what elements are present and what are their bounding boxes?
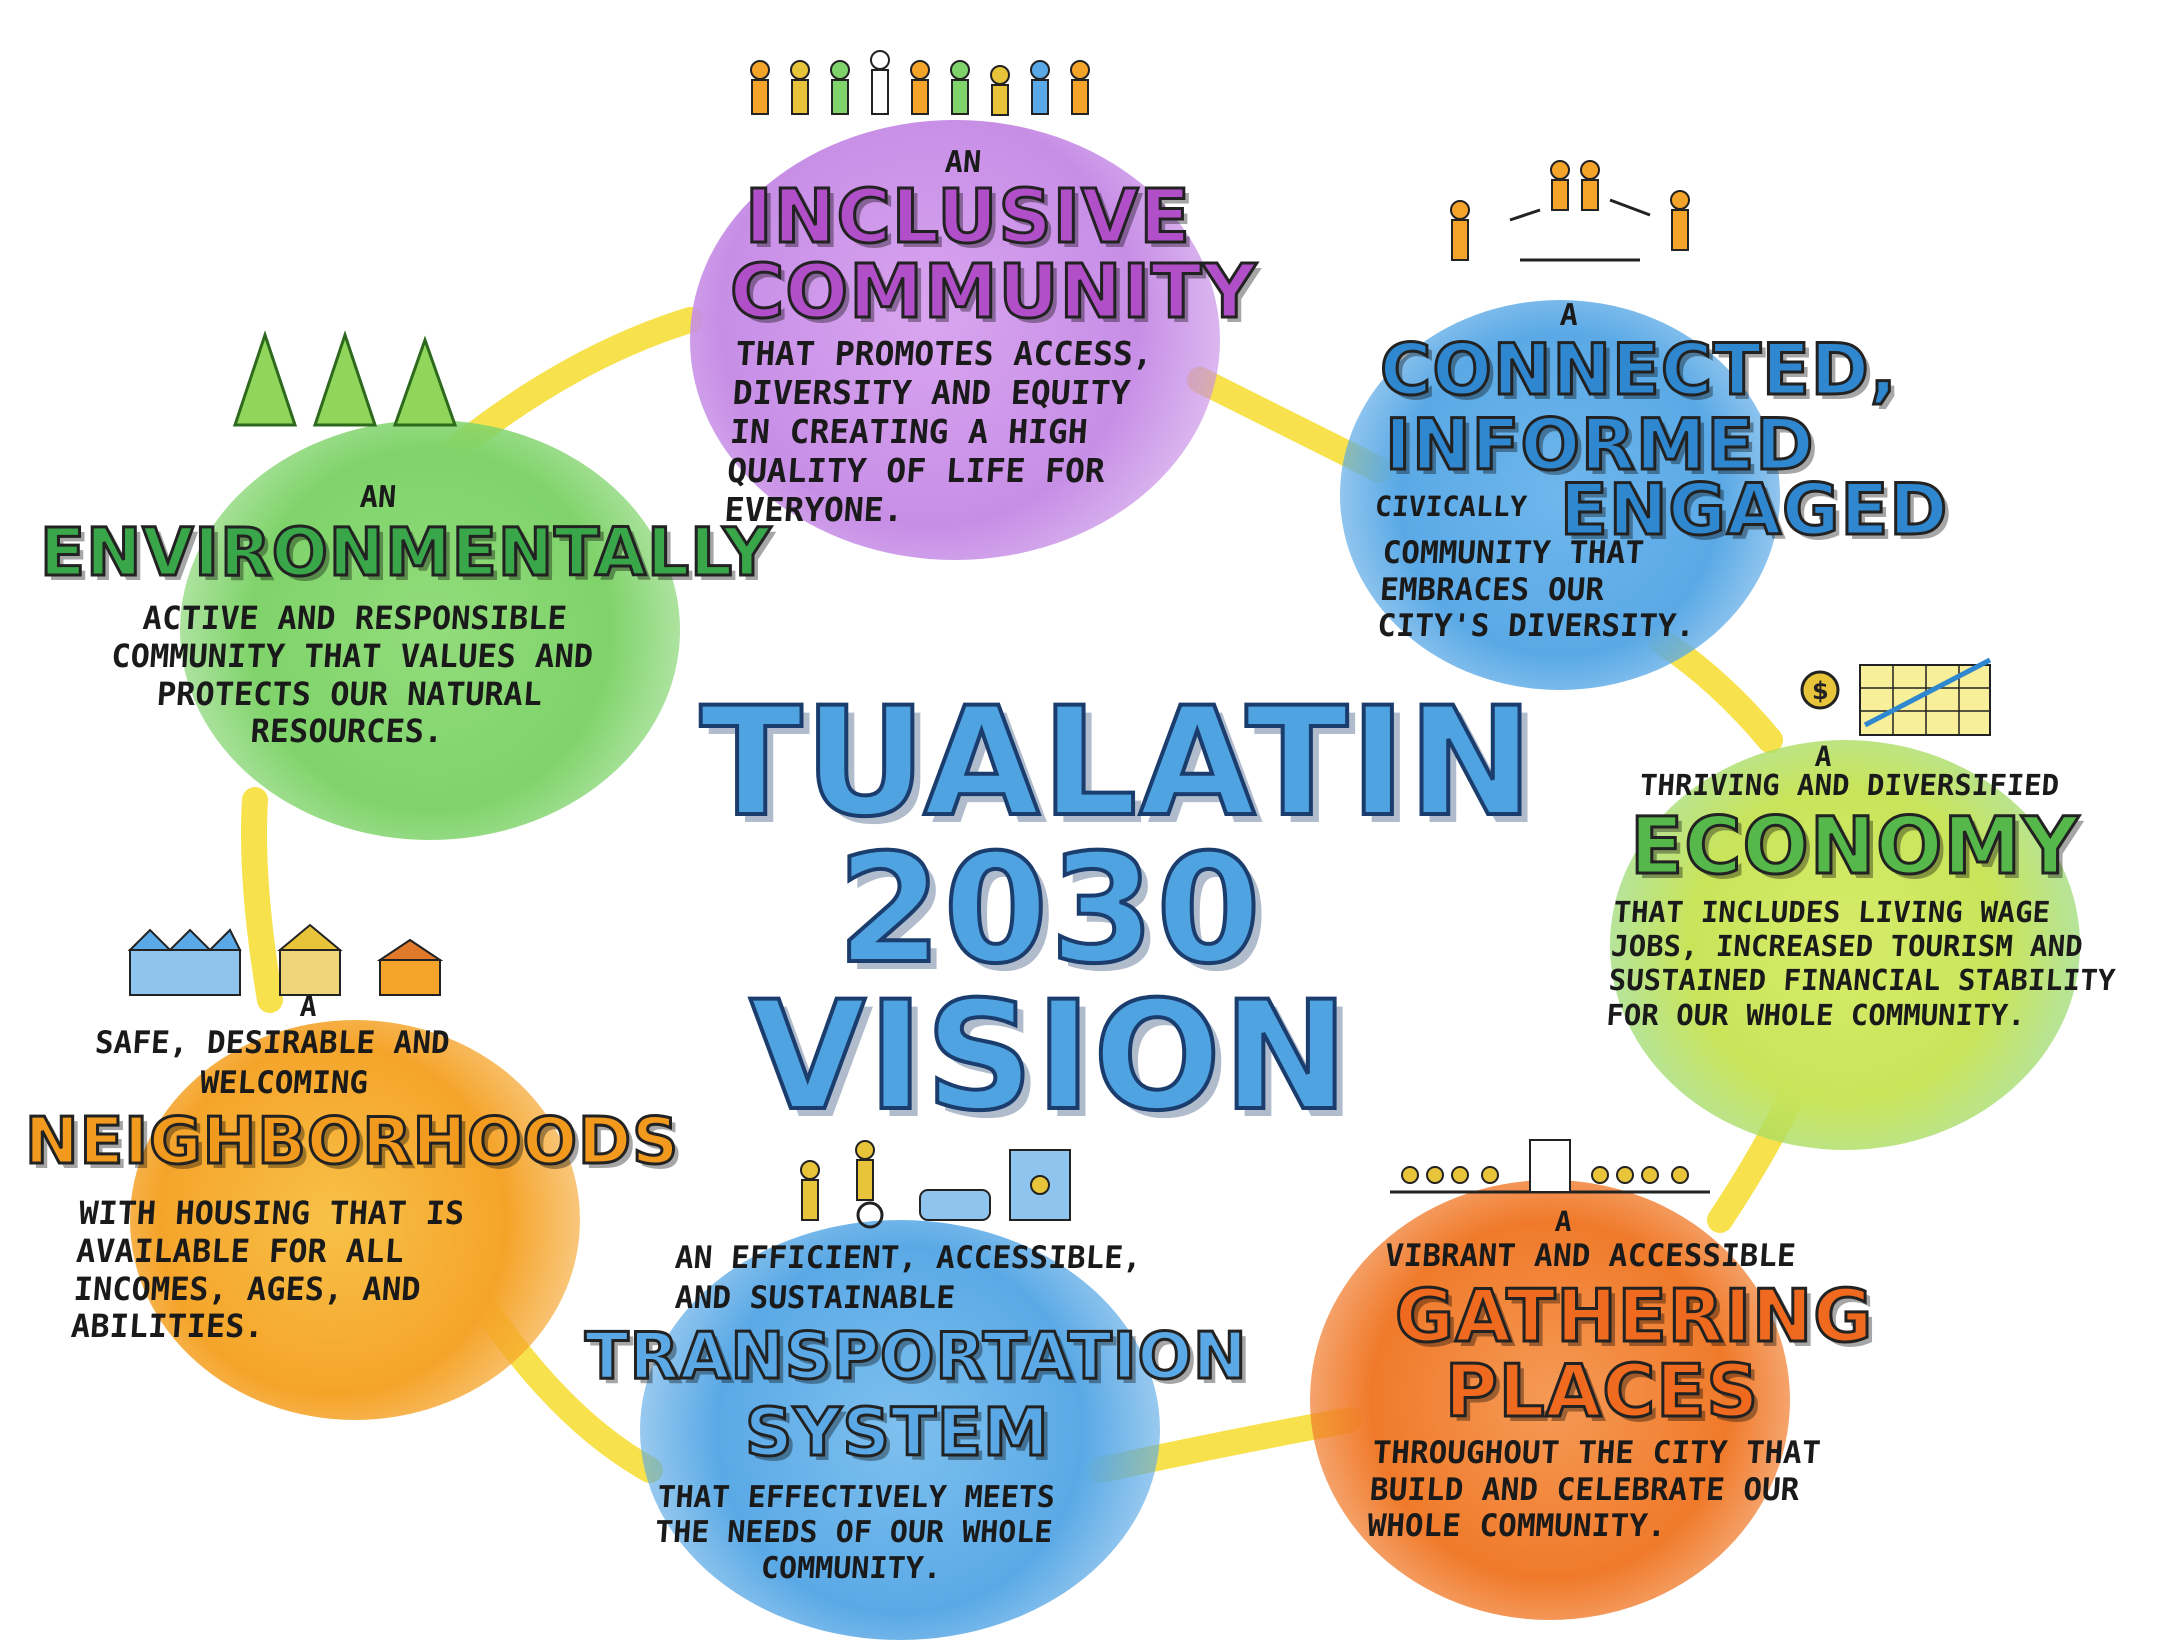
center-title-line-1: TUALATIN [698, 676, 1536, 850]
center-title: TUALATIN 2030 VISION [698, 676, 1536, 1144]
neighborhoods-body: WITH HOUSING THAT IS AVAILABLE FOR ALL I… [69, 1194, 466, 1346]
environment-pre: AN [358, 480, 398, 515]
transportation-sub-1: AN EFFICIENT, ACCESSIBLE, [673, 1240, 1143, 1276]
neighborhoods-circle [130, 1020, 580, 1420]
environment-body: ACTIVE AND RESPONSIBLE COMMUNITY THAT VA… [110, 599, 595, 751]
growth-chart-icon: $ [1790, 645, 2020, 749]
transport-modes-icon [790, 1130, 1090, 1244]
economy-body: THAT INCLUDES LIVING WAGE JOBS, INCREASE… [1605, 895, 2117, 1032]
connected-people-icon [1420, 140, 1740, 294]
transportation-title-1: TRANSPORTATION [584, 1320, 1249, 1394]
connected-body: COMMUNITY THAT EMBRACES OUR CITY'S DIVER… [1376, 535, 1697, 645]
economy-circle [1610, 740, 2080, 1150]
inclusive-body: THAT PROMOTES ACCESS, DIVERSITY AND EQUI… [723, 334, 1155, 529]
transportation-title-2: SYSTEM [744, 1394, 1051, 1471]
crowd-stage-icon [1390, 1130, 1710, 1204]
connected-title-1: CONNECTED, [1379, 329, 1898, 411]
economy-sub: THRIVING AND DIVERSIFIED [1638, 768, 2061, 802]
gathering-pre: A [1553, 1205, 1574, 1238]
connected-mid: CIVICALLY [1373, 490, 1528, 523]
trees-icon [225, 330, 465, 434]
houses-icon [120, 920, 480, 1004]
center-title-line-3: VISION [748, 970, 1351, 1144]
inclusive-title-1: INCLUSIVE [743, 174, 1192, 260]
people-group-icon [740, 20, 1160, 134]
gathering-body: THROUGHOUT THE CITY THAT BUILD AND CELEB… [1366, 1435, 1822, 1545]
neighborhoods-pre: A [298, 990, 319, 1023]
neighborhoods-sub-2: WELCOMING [198, 1065, 370, 1101]
connected-circle [1340, 300, 1780, 690]
center-title-line-2: 2030 [835, 823, 1263, 997]
neighborhoods-sub-1: SAFE, DESIRABLE AND [93, 1025, 451, 1061]
connected-title-2: INFORMED [1383, 404, 1815, 486]
gathering-sub: VIBRANT AND ACCESSIBLE [1383, 1238, 1797, 1274]
inclusive-title-2: COMMUNITY [728, 249, 1258, 335]
transportation-circle [640, 1220, 1160, 1640]
svg-text:$: $ [1812, 677, 1829, 705]
environment-title: ENVIRONMENTALLY [39, 514, 773, 591]
inclusive-circle [690, 120, 1220, 560]
connected-title-3: ENGAGED [1558, 469, 1949, 551]
gathering-title-2: PLACES [1443, 1349, 1760, 1433]
gathering-title-1: GATHERING [1393, 1274, 1874, 1358]
gathering-circle [1310, 1180, 1790, 1620]
economy-title: ECONOMY [1629, 802, 2081, 892]
environment-circle [180, 420, 680, 840]
neighborhoods-title: NEIGHBORHOODS [23, 1105, 680, 1179]
transportation-sub-2: AND SUSTAINABLE [673, 1280, 957, 1316]
transportation-body: THAT EFFECTIVELY MEETS THE NEEDS OF OUR … [653, 1480, 1057, 1586]
